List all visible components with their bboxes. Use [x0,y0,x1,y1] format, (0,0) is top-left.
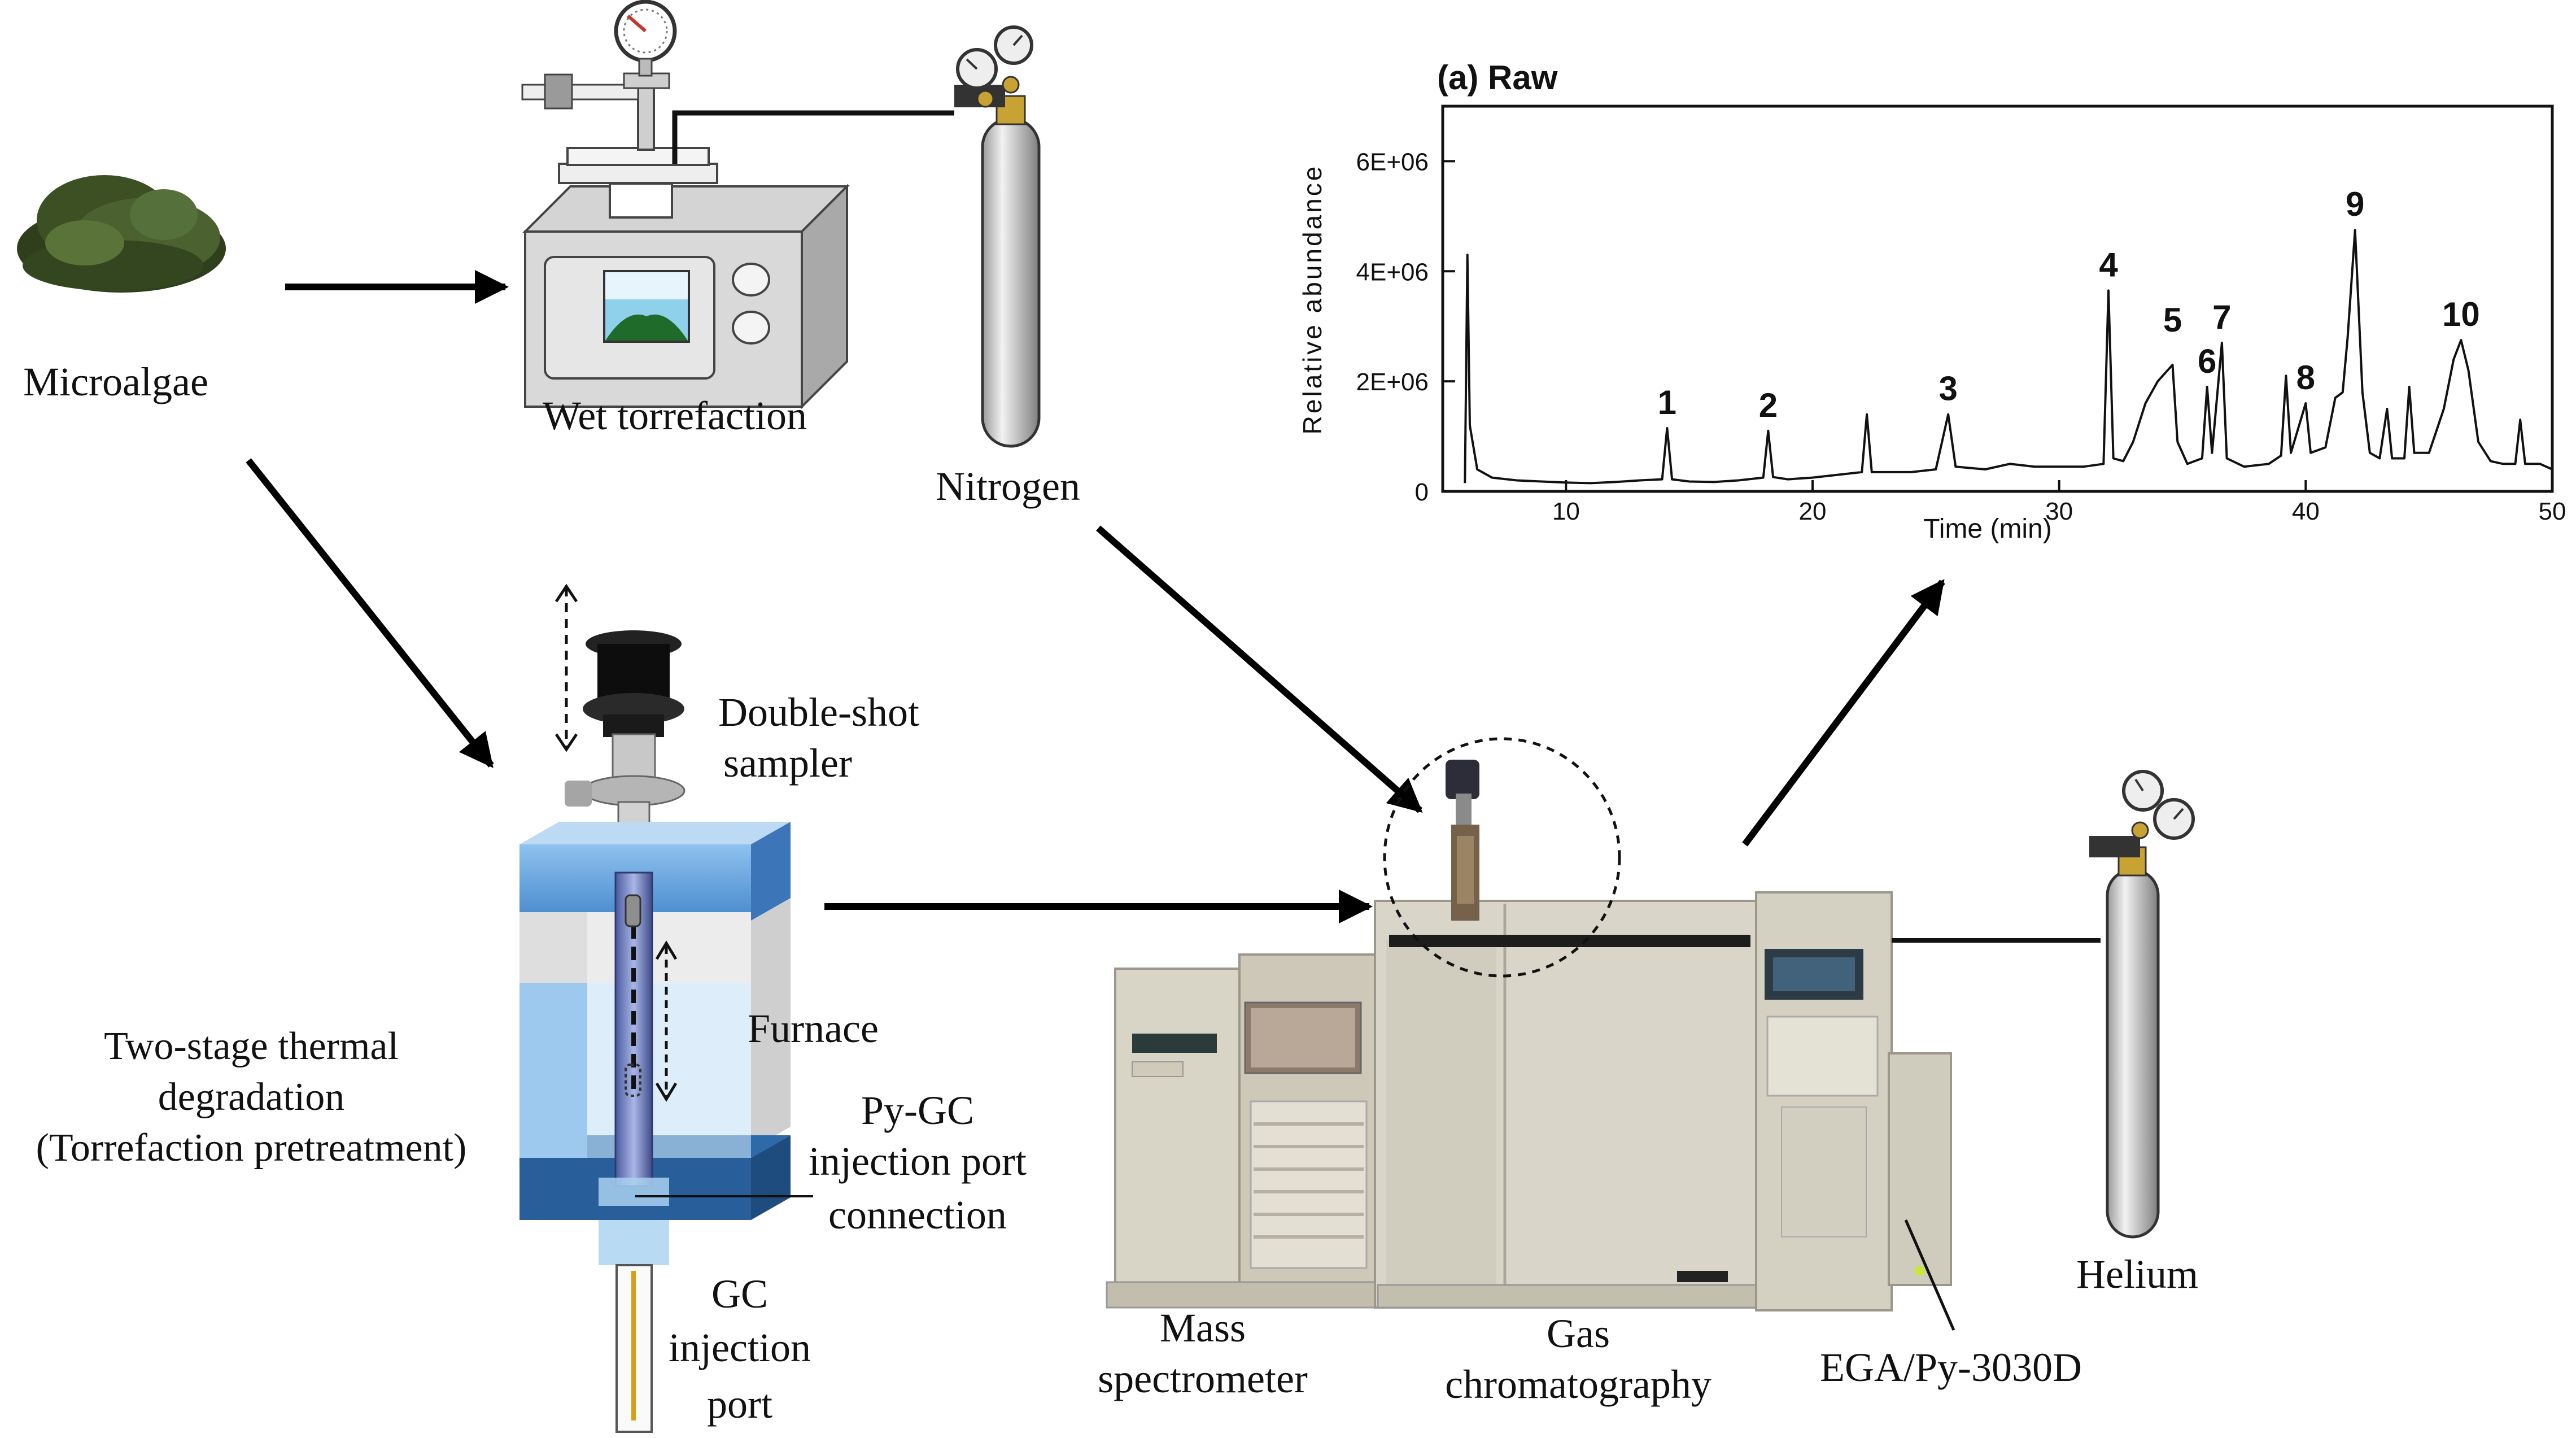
y-tick-label-3: 6E+06 [1356,148,1429,176]
gas-chromatography-label-line1: Gas [1547,1311,1610,1356]
chart-x-axis-label: Time (min) [1923,514,2052,544]
peak-label-7: 7 [2212,298,2231,336]
wet-torrefaction-label: Wet torrefaction [543,393,807,438]
peak-label-2: 2 [1759,386,1778,424]
two-stage-label-line2: degradation [158,1075,344,1119]
y-tick-label-0: 0 [1415,478,1429,506]
peak-label-8: 8 [2296,359,2315,396]
peak-label-3: 3 [1938,370,1957,408]
gc-port-label-line1: GC [711,1271,768,1317]
peak-label-9: 9 [2346,185,2364,223]
gc-port-label-line3: port [707,1382,772,1427]
chart-plot-frame [1441,104,2554,493]
chart-y-axis-label: Relative abundance [1298,164,1327,435]
pygc-label-line1: Py-GC [861,1088,974,1133]
double-shot-sampler-label-line1: Double-shot [718,690,919,735]
helium-label: Helium [2076,1252,2198,1297]
gas-chromatography-label-line2: chromatography [1445,1362,1711,1407]
ega-label: EGA/Py-3030D [1820,1345,2082,1390]
ega-pointer-line [1904,1219,1955,1331]
two-stage-label-line3: (Torrefaction pretreatment) [36,1126,467,1170]
two-stage-label-line1: Two-stage thermal [104,1025,399,1068]
wet-torrefaction-reactor [521,0,850,409]
chromatogram-trace [1464,229,2553,485]
x-tick-label-2: 30 [2045,498,2073,525]
nitrogen-cylinder [954,25,1041,448]
pyrolyzer-unit [1389,760,1750,947]
x-tick-label-0: 10 [1552,498,1580,525]
pyrolyzer-highlight-circle [1383,737,1621,978]
gc-port-label-line2: injection [669,1325,811,1370]
mass-spectrometer-label-line1: Mass [1160,1305,1246,1350]
chart-title: (a) Raw [1437,59,1558,97]
microalgae-image [17,175,226,293]
furnace-label: Furnace [748,1006,879,1051]
x-tick-label-3: 40 [2292,498,2320,525]
peak-label-4: 4 [2099,246,2118,284]
peak-label-5: 5 [2163,301,2182,339]
double-shot-sampler-label-line2: sampler [723,740,852,786]
arrow-microalgae-to-pyrolyzer [246,458,494,768]
arrow-nitrogen-to-gc [1096,525,1423,813]
pygc-label-line2: injection port [809,1139,1027,1184]
pygc-label-line3: connection [828,1192,1007,1237]
peak-label-1: 1 [1658,384,1676,421]
peak-label-6: 6 [2198,342,2216,380]
mass-spectrometer-label-line2: spectrometer [1098,1356,1308,1401]
nitrogen-gas-line [672,110,954,164]
gas-chromatograph [1374,891,1952,1311]
x-tick-label-4: 50 [2539,498,2566,525]
helium-cylinder [2089,770,2195,1239]
x-tick-label-1: 20 [1799,498,1827,525]
y-tick-label-2: 4E+06 [1356,258,1429,286]
arrow-gc-to-chart [1742,579,1945,847]
nitrogen-label: Nitrogen [936,464,1080,509]
microalgae-label: Microalgae [23,359,208,404]
peak-label-10: 10 [2442,295,2480,333]
quartz-sample-tube [614,871,678,1187]
mass-spectrometer [1106,953,1390,1309]
y-tick-label-1: 2E+06 [1356,368,1429,396]
gc-injection-port [599,1178,813,1433]
chromatogram-chart: (a) Raw Relative abundance Time (min) 0 2… [1298,59,2566,544]
